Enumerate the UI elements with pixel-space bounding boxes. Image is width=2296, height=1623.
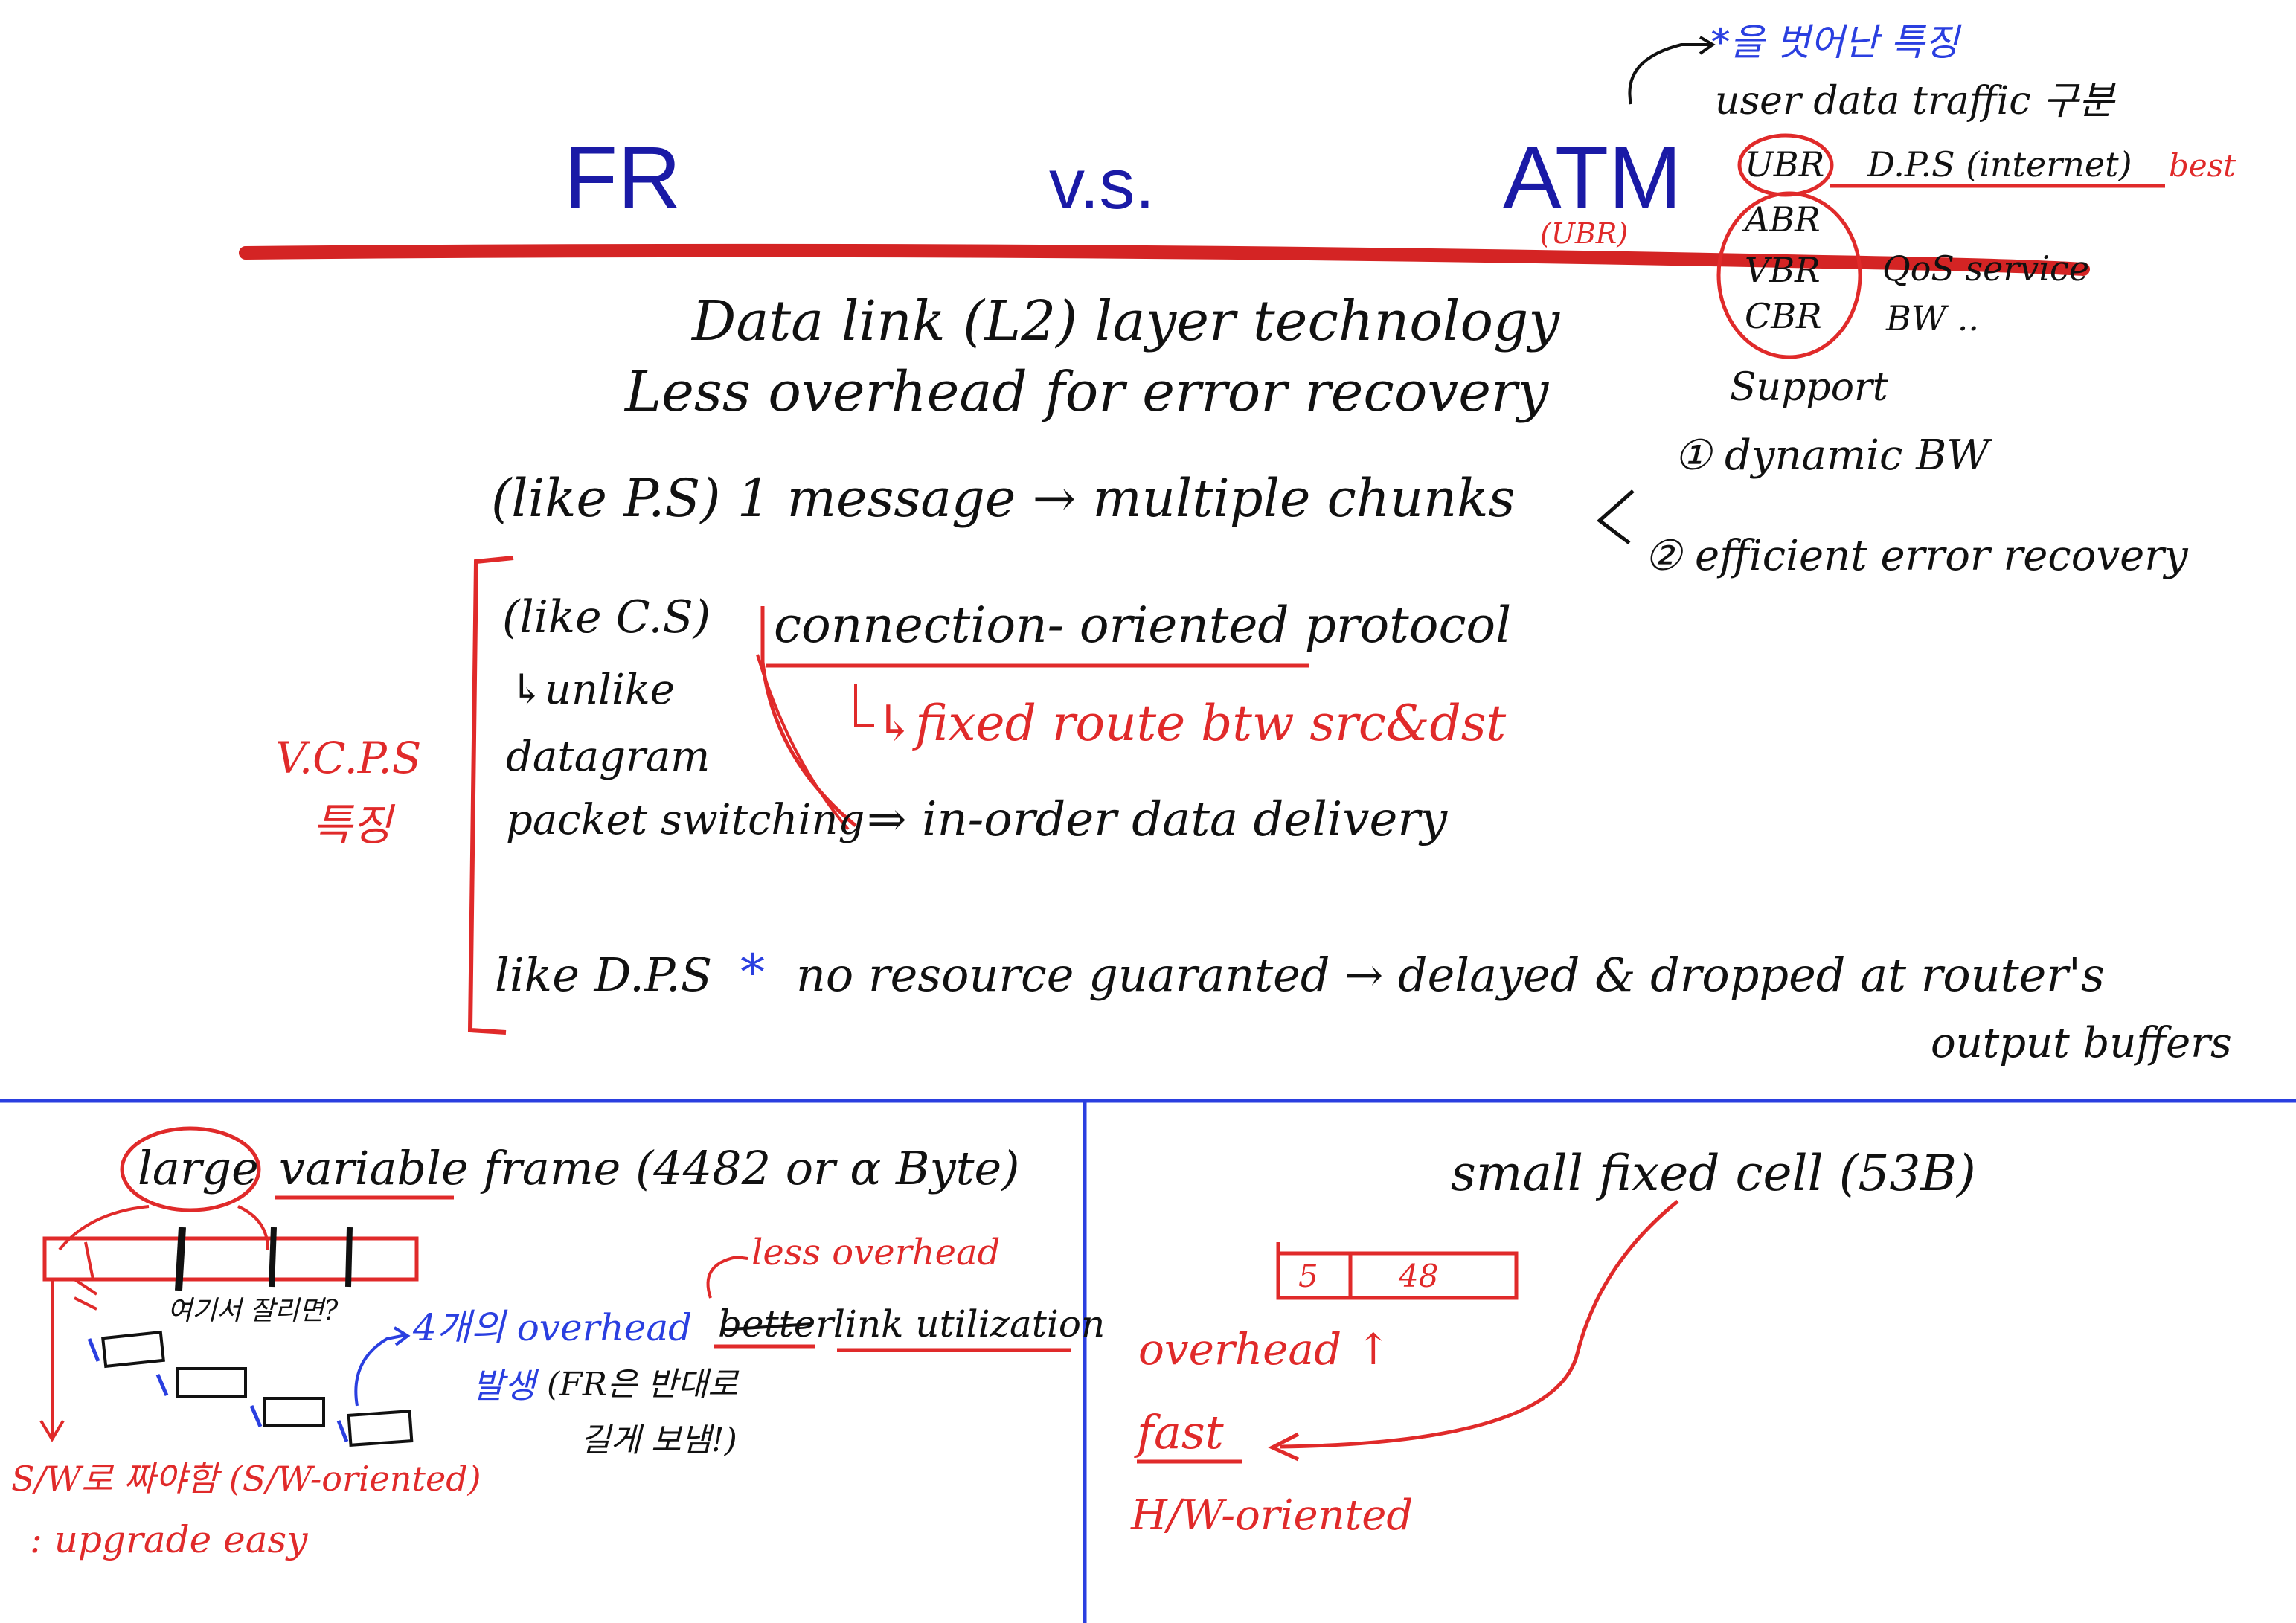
support-2: ② efficient error recovery [1644,532,2188,580]
in-order-delivery: ⇒ in-order data delivery [867,792,1448,847]
star-arrow [1628,43,1711,105]
output-buffers: output buffers [1931,1019,2232,1067]
fr-cut-note: 여기서 잘리면? [167,1296,339,1326]
line-multiple-chunks: (like P.S) 1 message → multiple chunks [491,468,1516,529]
qos-line2: BW .. [1886,298,1979,338]
vcps-label-2: 특징 [312,800,392,850]
support-label: Support [1730,365,1888,410]
like-cs: (like C.S) [502,591,711,643]
class-ellipse [1716,191,1862,359]
fr-better: better [718,1302,834,1346]
ubr-note: D.P.S (internet) [1867,144,2132,184]
class-abr: ABR [1745,199,1821,240]
title-fr: FR [564,129,682,227]
title-underline [239,243,2090,276]
title-vs: v.s. [1049,144,1155,224]
fr-blue-occur: 발생 [472,1366,536,1406]
fr-large: large [138,1141,259,1195]
frame-bar [42,1236,419,1282]
vcps-label-1: V.C.P.S [275,733,422,783]
unlike-3: packet switching [506,796,865,844]
atm-fast: fast [1137,1405,1224,1459]
qos-line1: QoS service [1882,248,2090,289]
fr-frame: variable frame (4482 or α Byte) [279,1141,1020,1195]
title-atm: ATM [1503,129,1682,227]
atm-hw-oriented: H/W-oriented [1131,1491,1414,1540]
star-note: *을 벗어난 특징 [1711,21,1959,64]
class-ubr: UBR [1745,144,1825,184]
fr-upgrade: : upgrade easy [30,1518,308,1561]
fr-sw-note: S/W로 짜야함 (S/W-oriented) [11,1459,481,1499]
atm-cell-header: 5 [1298,1258,1318,1294]
unlike-1: ↳unlike [510,666,675,714]
class-cbr: CBR [1745,296,1822,336]
fr-korean-note-1: (FR은 반대로 [547,1366,738,1404]
ubr-best: best [2169,147,2236,184]
traffic-header: user data traffic 구분 [1715,79,2114,123]
fr-korean-note-2: 길게 보냄!) [580,1421,737,1459]
atm-cell-payload: 48 [1399,1258,1439,1294]
no-resource: no resource guaranted → delayed & droppe… [796,948,2105,1002]
fixed-route: ↳fixed route btw src&dst [874,695,1507,752]
fr-less-overhead: less overhead [751,1232,1001,1273]
atm-overhead-up: overhead ↑ [1138,1324,1392,1375]
vcps-bracket [467,556,514,1035]
fr-blue-overhead: 4개의 overhead [413,1306,693,1349]
unlike-2: datagram [506,733,711,781]
atm-cell-label: small fixed cell (53B) [1451,1145,1976,1202]
support-1: ① dynamic BW [1674,431,1989,480]
large-circle [120,1126,261,1212]
like-dps: like D.P.S [495,948,713,1002]
line-less-overhead: Less overhead for error recovery [625,360,1549,424]
connection-oriented: connection- oriented protocol [774,597,1512,654]
fr-link-util: link utilization [833,1302,1106,1346]
class-vbr: VBR [1745,250,1821,290]
atm-cell [1276,1251,1519,1300]
title-atm-sub: (UBR) [1540,217,1629,250]
line-data-link: Data link (L2) layer technology [692,289,1560,353]
like-dps-star: * [740,944,765,1001]
